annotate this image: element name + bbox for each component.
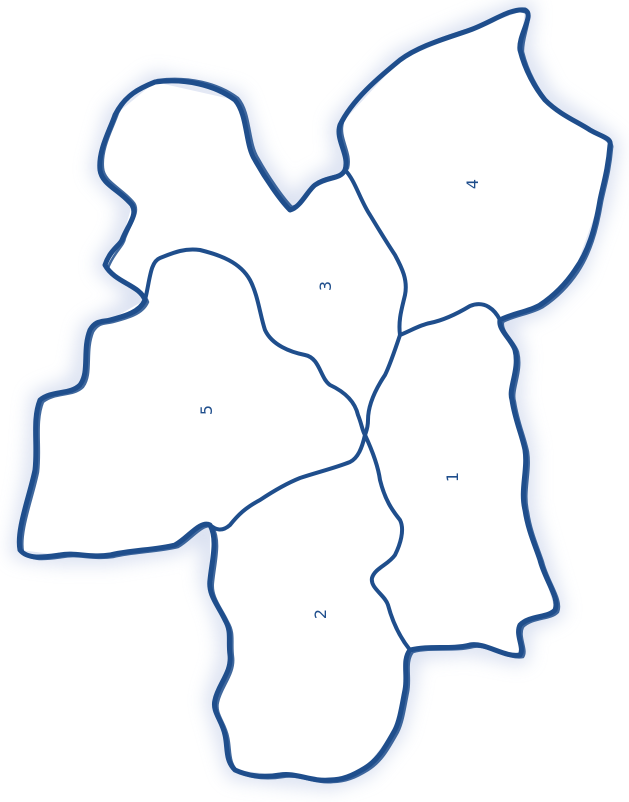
region-label-2: 2 xyxy=(311,609,330,619)
map-outline-sketch xyxy=(21,10,614,784)
map-land-fill xyxy=(20,10,610,780)
border-3-1 xyxy=(363,333,402,437)
border-3-4 xyxy=(343,168,408,337)
border-5-2 xyxy=(208,433,367,532)
region-label-5: 5 xyxy=(197,405,216,415)
region-label-3: 3 xyxy=(316,281,335,291)
border-5-3 xyxy=(143,247,367,437)
border-4-1 xyxy=(398,302,502,337)
region-label-1: 1 xyxy=(443,472,462,482)
region-label-4: 4 xyxy=(463,179,482,189)
border-2-1 xyxy=(363,433,412,652)
